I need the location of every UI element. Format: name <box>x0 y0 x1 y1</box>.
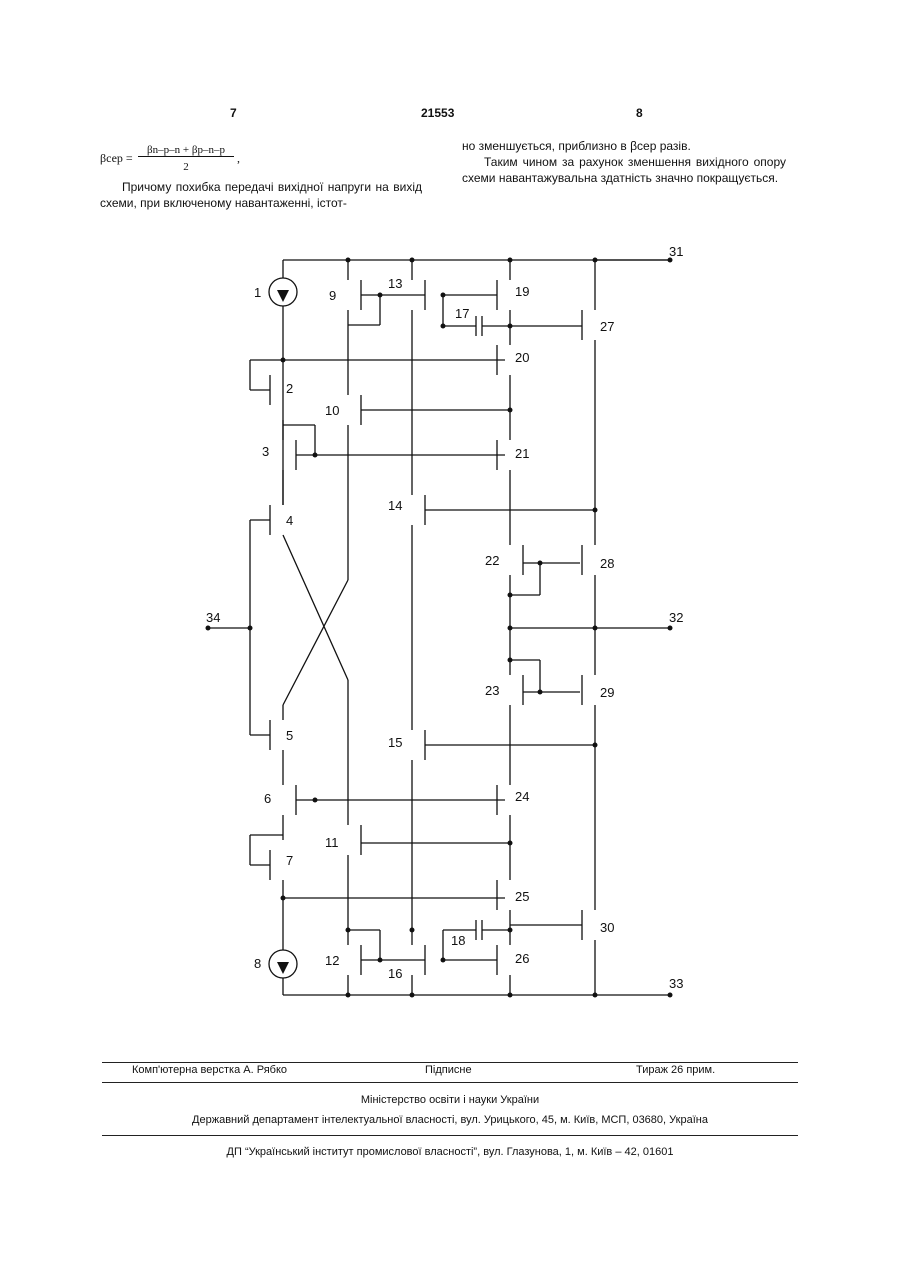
label-28: 28 <box>600 556 614 571</box>
label-13: 13 <box>388 276 402 291</box>
formula-tail: , <box>237 151 240 166</box>
label-26: 26 <box>515 951 529 966</box>
label-15: 15 <box>388 735 402 750</box>
label-14: 14 <box>388 498 402 513</box>
label-3: 3 <box>262 444 269 459</box>
footer-institute: ДП “Український інститут промислової вла… <box>102 1146 798 1158</box>
label-7: 7 <box>286 853 293 868</box>
label-18: 18 <box>451 933 465 948</box>
page-number-right: 8 <box>636 106 643 120</box>
left-paragraph: Причому похибка передачі вихідної напруг… <box>100 179 422 211</box>
label-34: 34 <box>206 610 220 625</box>
patent-number: 21553 <box>421 106 454 120</box>
footer-rule-2 <box>102 1082 798 1083</box>
right-line-1: но зменшується, приблизно в βсер разів. <box>462 138 786 154</box>
footer-circulation: Тираж 26 прим. <box>636 1064 715 1076</box>
page-number-left: 7 <box>230 106 237 120</box>
label-32: 32 <box>669 610 683 625</box>
footer-rule-1 <box>102 1062 798 1063</box>
circuit-diagram: 1 2 3 4 5 6 7 8 9 10 11 12 13 14 15 16 1… <box>190 240 710 1010</box>
label-21: 21 <box>515 446 529 461</box>
label-1: 1 <box>254 285 261 300</box>
label-22: 22 <box>485 553 499 568</box>
label-25: 25 <box>515 889 529 904</box>
label-24: 24 <box>515 789 529 804</box>
label-6: 6 <box>264 791 271 806</box>
label-9: 9 <box>329 288 336 303</box>
label-16: 16 <box>388 966 402 981</box>
label-11: 11 <box>325 835 339 850</box>
footer-department: Державний департамент інтелектуальної вл… <box>102 1114 798 1126</box>
footer-rule-3 <box>102 1135 798 1136</box>
footer-ministry: Міністерство освіти і науки України <box>102 1094 798 1106</box>
label-33: 33 <box>669 976 683 991</box>
label-8: 8 <box>254 956 261 971</box>
right-paragraph: Таким чином за рахунок зменшення вихідно… <box>462 154 786 186</box>
label-27: 27 <box>600 319 614 334</box>
label-19: 19 <box>515 284 529 299</box>
footer-signed: Підписне <box>425 1064 472 1076</box>
label-4: 4 <box>286 513 293 528</box>
label-5: 5 <box>286 728 293 743</box>
label-30: 30 <box>600 920 614 935</box>
label-20: 20 <box>515 350 529 365</box>
label-31: 31 <box>669 244 683 259</box>
formula-numerator: βn–p–n + βp–n–p <box>138 144 234 157</box>
footer-layout-credit: Комп'ютерна верстка А. Рябко <box>132 1064 287 1076</box>
label-29: 29 <box>600 685 614 700</box>
formula-lhs: βсер = <box>100 151 133 166</box>
label-10: 10 <box>325 403 339 418</box>
label-23: 23 <box>485 683 499 698</box>
label-17: 17 <box>455 306 469 321</box>
label-2: 2 <box>286 381 293 396</box>
formula-denominator: 2 <box>138 161 234 173</box>
label-12: 12 <box>325 953 339 968</box>
